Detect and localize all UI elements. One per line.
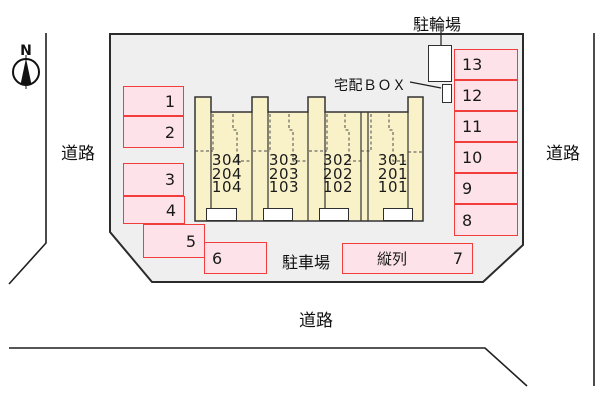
room-number: 201 <box>377 164 409 183</box>
road-edge-left <box>8 33 47 285</box>
parking-space-7-tandem: 縦列 7 <box>342 243 473 274</box>
bicycle-parking-structure <box>428 45 452 82</box>
room-number: 203 <box>268 164 300 183</box>
tandem-number: 7 <box>452 249 463 268</box>
parking-space-12: 12 <box>454 80 518 111</box>
parking-space-11: 11 <box>454 111 518 142</box>
road-label-right: 道路 <box>546 144 580 163</box>
room-number: 101 <box>377 178 409 196</box>
stair-dashed-lines <box>195 114 423 162</box>
parking-space-9: 9 <box>454 173 518 204</box>
room-number: 103 <box>268 178 300 196</box>
parking-space-6: 6 <box>204 242 267 274</box>
parking-space-5: 5 <box>143 224 205 258</box>
entrance-unit-4 <box>383 208 413 221</box>
road-label-left: 道路 <box>61 144 95 163</box>
delivery-box-leader-line <box>409 81 442 89</box>
room-number: 102 <box>322 178 354 196</box>
compass-north-label: N <box>20 43 32 59</box>
parking-space-4: 4 <box>123 196 185 224</box>
room-numbers-unit-1: 304 204 104 <box>205 151 249 196</box>
parking-space-2: 2 <box>123 116 184 148</box>
room-number: 204 <box>211 164 243 183</box>
room-number: 302 <box>322 151 354 169</box>
entrance-unit-3 <box>319 208 349 221</box>
unit-walls <box>210 112 409 221</box>
tandem-label: 縦列 <box>377 251 408 268</box>
entrance-unit-1 <box>206 208 237 221</box>
entrance-unit-2 <box>263 208 293 221</box>
bicycle-parking-label: 駐輪場 <box>413 17 462 34</box>
parking-space-13: 13 <box>454 49 518 80</box>
delivery-box-structure <box>442 84 452 103</box>
parking-space-1: 1 <box>123 86 184 116</box>
room-number: 304 <box>211 151 243 169</box>
compass-icon <box>12 55 40 89</box>
room-numbers-unit-2: 303 203 103 <box>262 151 306 196</box>
room-numbers-unit-3: 302 202 102 <box>316 151 360 196</box>
road-edge-bottom <box>9 347 528 387</box>
parking-lot-label: 駐車場 <box>282 255 331 272</box>
room-number: 301 <box>377 151 409 169</box>
room-numbers-unit-4: 301 201 101 <box>371 151 415 196</box>
room-number: 104 <box>211 178 243 196</box>
room-number: 202 <box>322 164 354 183</box>
road-label-bottom: 道路 <box>299 311 333 330</box>
parking-space-10: 10 <box>454 142 518 173</box>
delivery-box-label: 宅配ＢＯＸ <box>334 77 407 93</box>
parking-space-3: 3 <box>123 163 184 196</box>
room-number: 303 <box>268 151 300 169</box>
parking-space-8: 8 <box>454 204 518 236</box>
